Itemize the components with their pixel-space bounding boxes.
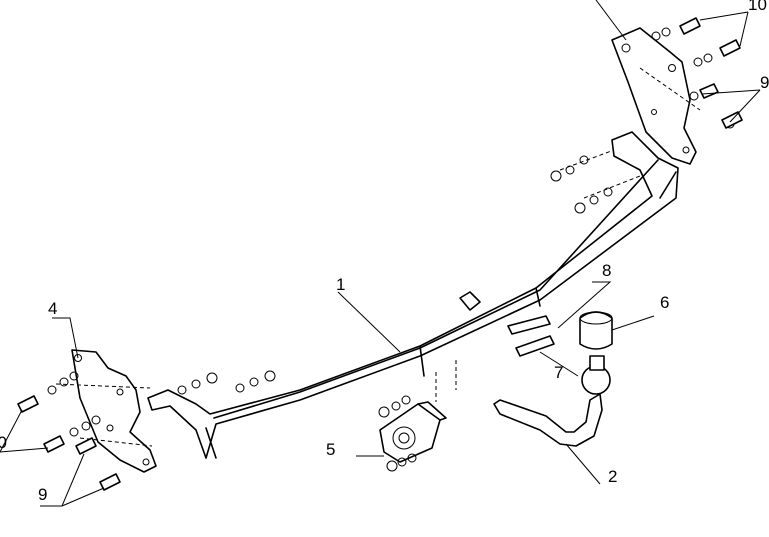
bolts — [17, 17, 743, 491]
callout-bar: 1 — [336, 275, 345, 294]
socket-plate — [379, 401, 447, 463]
assembly-guide-lines — [55, 67, 701, 447]
callout-bolts-9-bottom: 9 — [38, 485, 47, 504]
callout-bolts-10-left: 10 — [0, 433, 7, 452]
left-mounting-bracket — [71, 349, 157, 473]
main-cross-bar — [147, 131, 679, 459]
right-mounting-bracket — [611, 27, 697, 165]
ball-neck-assembly — [493, 311, 613, 447]
leader-lines — [0, 0, 761, 507]
callout-pin-7: 7 — [554, 363, 563, 382]
callout-bolts-10-top: 10 — [748, 0, 767, 14]
callout-bracket-left: 4 — [48, 299, 57, 318]
callout-socket-plate: 5 — [326, 440, 335, 459]
callout-ball-neck: 2 — [608, 467, 617, 486]
fasteners — [47, 27, 735, 472]
callout-pin-8: 8 — [602, 261, 611, 280]
callout-ball-cap: 6 — [660, 293, 669, 312]
pins — [507, 315, 555, 357]
callout-bolts-9-right: 9 — [760, 73, 769, 92]
